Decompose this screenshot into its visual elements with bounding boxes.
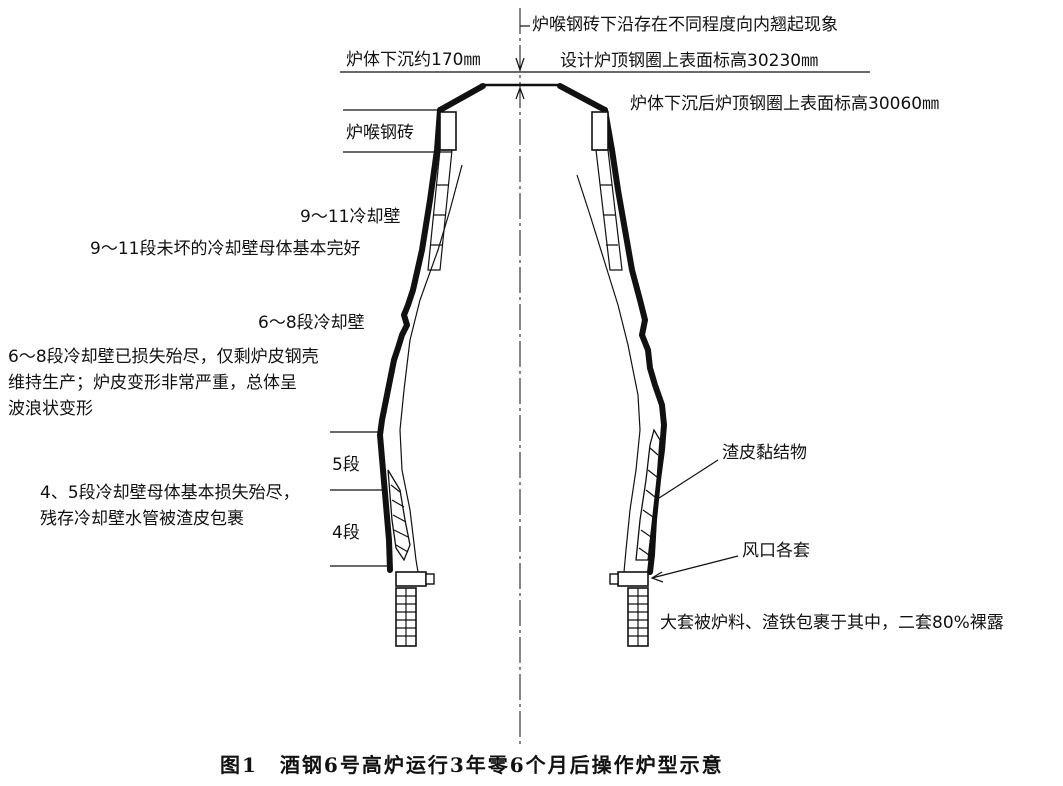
right-stave-9-11: [595, 149, 623, 271]
right-slag-lines: [638, 447, 659, 556]
left-tuyere-nose: [425, 573, 435, 585]
right-tuyere-nose: [609, 573, 619, 585]
label-seg4: 4段: [332, 523, 360, 543]
label-after-elev: 炉体下沉后炉顶钢圈上表面标高30060㎜: [630, 94, 939, 114]
right-throat-brick: [591, 111, 609, 151]
left-inner-line: [399, 164, 463, 573]
label-slag: 渣皮黏结物: [722, 443, 807, 463]
left-tuyere: [395, 571, 427, 587]
arrow-down-icon: [515, 57, 525, 72]
leader-slag: [655, 459, 719, 501]
left-top-cone: [437, 83, 486, 113]
right-slag-hatch: [635, 428, 661, 561]
right-shell-wall: [602, 107, 667, 575]
label-stave-4-5-note-2: 残存冷却壁水管被渣皮包裹: [40, 509, 244, 529]
label-sink: 炉体下沉约170㎜: [346, 50, 480, 70]
right-top-cone: [557, 83, 608, 113]
label-stave-6-8-note-3: 波浪状变形: [8, 399, 93, 419]
right-hearth-blocks: [627, 587, 649, 647]
label-design-elev: 设计炉顶钢圈上表面标高30230㎜: [560, 51, 818, 71]
label-seg5: 5段: [332, 455, 360, 475]
left-throat-brick: [439, 111, 457, 151]
right-tuyere: [617, 571, 649, 587]
left-slag-lines: [390, 484, 409, 553]
label-tuyere-note: 大套被炉料、渣铁包裹于其中，二套80%裸露: [660, 613, 1004, 633]
label-stave-9-11: 9～11冷却壁: [300, 207, 400, 227]
arrow-up-icon: [515, 86, 525, 100]
left-stave-9-11: [427, 149, 453, 271]
label-stave-6-8-note-2: 维持生产；炉皮变形非常严重，总体呈: [8, 373, 297, 393]
label-throat-brick: 炉喉钢砖: [346, 123, 414, 143]
label-stave-4-5-note-1: 4、5段冷却壁母体基本损失殆尽，: [40, 483, 300, 503]
left-slag-hatch: [387, 469, 411, 562]
arrow-tuyere-icon: [650, 571, 664, 583]
right-inner-line: [576, 174, 641, 573]
label-throat-brick-edge: 炉喉钢砖下沿存在不同程度向内翘起现象: [532, 15, 838, 35]
left-hearth-blocks: [395, 587, 417, 647]
label-stave-6-8-note-1: 6～8段冷却壁已损失殆尽，仅剩炉皮钢壳: [8, 347, 319, 367]
label-tuyere: 风口各套: [742, 541, 810, 561]
figure-caption: 图1 酒钢6号高炉运行3年零6个月后操作炉型示意: [220, 753, 724, 777]
left-shell-wall: [377, 107, 443, 573]
label-stave-6-8: 6～8段冷却壁: [258, 313, 365, 333]
label-stave-9-11-note: 9～11段未坏的冷却壁母体基本完好: [90, 239, 360, 259]
leader-tuyere: [651, 555, 739, 579]
